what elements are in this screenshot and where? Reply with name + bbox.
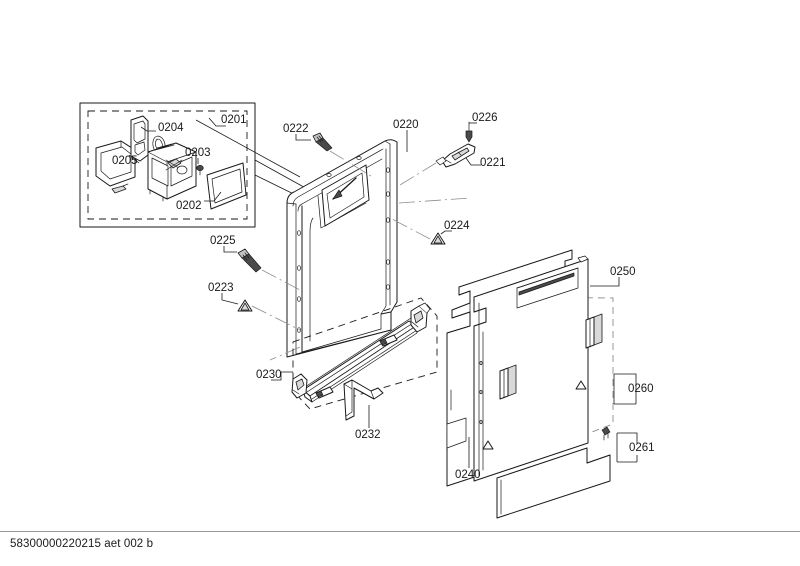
label-0225: 0225 xyxy=(210,235,236,247)
panel-pins xyxy=(482,380,587,450)
label-0205: 0205 xyxy=(112,155,138,167)
label-0221: 0221 xyxy=(480,157,506,169)
part-0203-screw xyxy=(196,165,204,176)
left-hinge-bracket xyxy=(291,373,308,399)
right-hinge-bracket xyxy=(410,302,431,333)
panel-clip-lower xyxy=(499,364,517,400)
part-0222-screw xyxy=(312,132,333,152)
part-0230-rail-group xyxy=(291,297,438,410)
label-0226: 0226 xyxy=(472,112,498,124)
label-0202: 0202 xyxy=(176,200,202,212)
left-hinge-pin xyxy=(315,386,334,399)
label-0261: 0261 xyxy=(629,442,655,454)
part-0250-front-decor-panel xyxy=(473,255,611,501)
part-0225-screw xyxy=(237,248,262,273)
label-0204: 0204 xyxy=(158,122,184,134)
part-0232-angle-bracket xyxy=(343,379,384,421)
part-0223-plug-cap xyxy=(237,299,253,312)
part-0261-base-plinth-panel xyxy=(496,447,611,519)
label-0224: 0224 xyxy=(444,220,470,232)
part-0221-door-handle xyxy=(435,143,476,168)
panel-clip-upper xyxy=(585,313,603,349)
part-0201-control-module xyxy=(147,142,197,202)
part-0224-plug-cap xyxy=(430,232,446,245)
document-code: 58300000220215 aet 002 b xyxy=(10,538,154,550)
footer-divider xyxy=(0,531,800,532)
right-hinge-pin xyxy=(379,334,398,347)
label-0223: 0223 xyxy=(208,282,234,294)
part-0220-inner-door-panel xyxy=(286,139,398,358)
label-0203: 0203 xyxy=(185,147,211,159)
part-0226-screw xyxy=(465,121,473,143)
label-0250: 0250 xyxy=(610,266,636,278)
label-0220: 0220 xyxy=(393,119,419,131)
label-leaders xyxy=(128,117,638,468)
part-0205-cover-plate xyxy=(95,140,136,194)
label-0232: 0232 xyxy=(355,429,381,441)
label-0222: 0222 xyxy=(283,123,309,135)
label-0201: 0201 xyxy=(221,114,247,126)
label-0230: 0230 xyxy=(256,369,282,381)
label-0240: 0240 xyxy=(455,469,481,481)
part-number-labels: 0201 0202 0203 0204 0205 0220 0221 0222 … xyxy=(112,112,655,481)
label-0260: 0260 xyxy=(628,383,654,395)
